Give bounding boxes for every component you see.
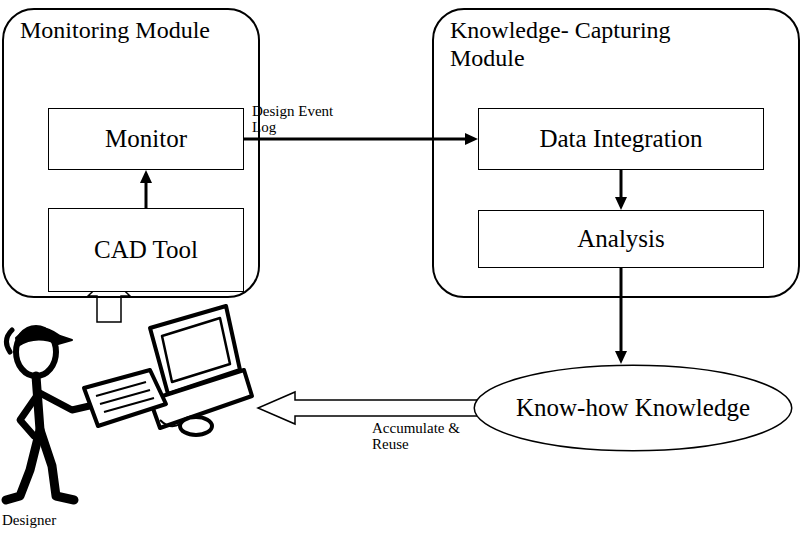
module-title: Knowledge- Capturing Module: [450, 16, 700, 72]
process-box: Data Integration: [478, 108, 764, 170]
edge-label: Design Event Log: [252, 103, 352, 135]
module-title: Monitoring Module: [20, 16, 270, 44]
box-label: Analysis: [571, 224, 671, 254]
process-box: CAD Tool: [48, 208, 244, 292]
flow-arrow: [615, 268, 627, 364]
computer: [84, 306, 252, 435]
flow-arrow: [140, 170, 152, 208]
figure-caption: Designer: [2, 512, 92, 528]
flow-arrow: [615, 170, 627, 210]
box-label: Monitor: [99, 124, 193, 154]
box-label: CAD Tool: [88, 235, 204, 265]
knowledge-ellipse: Know-how Knowledge: [472, 364, 794, 452]
module-panel: Monitoring ModuleMonitorCAD Tool: [2, 8, 260, 298]
process-box: Monitor: [48, 108, 244, 170]
reuse-label: Accumulate & Reuse: [372, 420, 482, 452]
process-box: Analysis: [478, 210, 764, 268]
box-label: Know-how Knowledge: [510, 393, 756, 423]
module-panel: Knowledge- Capturing ModuleData Integrat…: [432, 8, 800, 298]
designer-figure: [6, 327, 98, 500]
reuse-arrow: [258, 392, 477, 424]
box-label: Data Integration: [533, 124, 708, 154]
flow-arrow: [244, 133, 478, 145]
